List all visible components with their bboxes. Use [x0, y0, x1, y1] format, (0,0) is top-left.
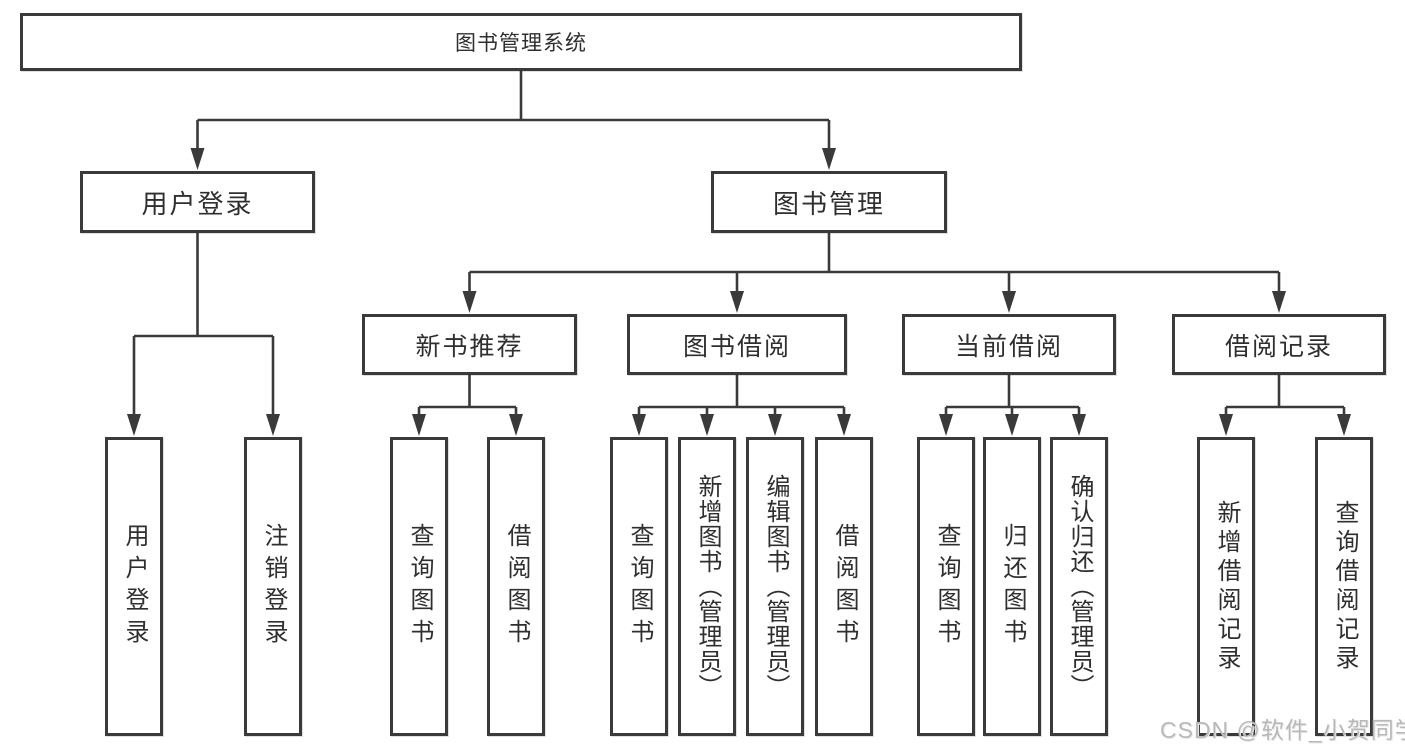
node-book-borrowing: 图书借阅 — [627, 314, 847, 375]
leaf-query-books-current: 查询图书 — [917, 437, 975, 736]
node-book-management-branch: 图书管理 — [711, 171, 947, 233]
node-library-system: 图书管理系统 — [20, 13, 1022, 71]
leaf-edit-books-admin: 编辑图书（管理员） — [746, 437, 804, 736]
leaf-add-books-admin: 新增图书（管理员） — [678, 437, 736, 736]
leaf-query-borrow-record: 查询借阅记录 — [1315, 437, 1373, 736]
leaf-confirm-return-admin: 确认归还（管理员） — [1050, 437, 1108, 736]
watermark: CSDN @软件_小贺同学 — [1160, 717, 1405, 743]
node-current-borrowing: 当前借阅 — [902, 314, 1116, 375]
leaf-add-borrow-record: 新增借阅记录 — [1197, 437, 1255, 736]
node-new-book-recommendation: 新书推荐 — [362, 314, 577, 375]
node-user-login-branch: 用户登录 — [80, 171, 315, 233]
leaf-return-books: 归还图书 — [983, 437, 1041, 736]
leaf-borrow-books-recommend: 借阅图书 — [487, 437, 545, 736]
leaf-borrow-books: 借阅图书 — [815, 437, 873, 736]
leaf-query-books-borrowing: 查询图书 — [610, 437, 668, 736]
leaf-query-books-recommend: 查询图书 — [390, 437, 448, 736]
node-borrowing-records: 借阅记录 — [1172, 314, 1386, 375]
leaf-user-login: 用户登录 — [105, 437, 163, 736]
leaf-logout: 注销登录 — [244, 437, 302, 736]
